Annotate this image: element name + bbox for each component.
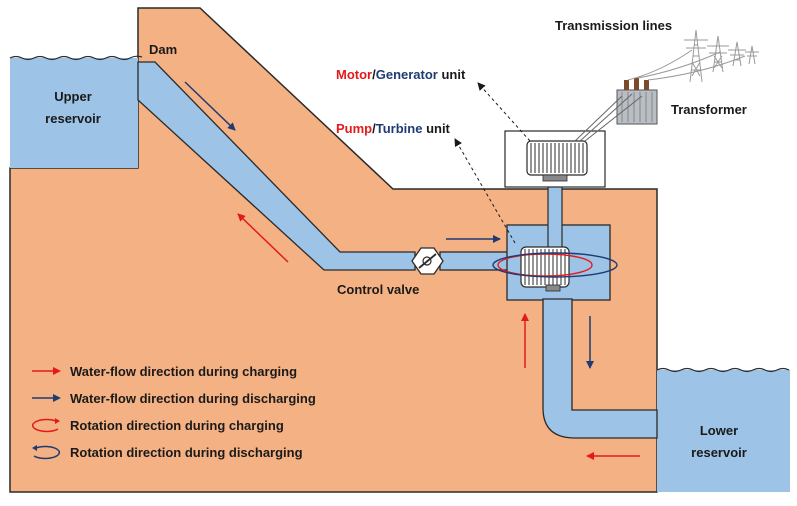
turbine-rotation-discharging <box>492 252 618 278</box>
valve-to-turbine-pipe <box>439 251 509 271</box>
transmission-tower-icon <box>707 35 729 73</box>
lower-reservoir-label: Lower reservoir <box>684 420 754 464</box>
upper-reservoir-label: Upper reservoir <box>38 86 108 130</box>
lower-reservoir-label-line1: Lower <box>699 423 739 438</box>
transmission-tower-icon <box>684 29 708 83</box>
legend-item: Water-flow direction during charging <box>30 361 297 381</box>
transmission-lines-label: Transmission lines <box>555 18 673 33</box>
turbine-rotation-charging <box>497 253 593 277</box>
discharging-flow-arrow <box>184 81 236 131</box>
navy-arrow-icon <box>32 394 61 402</box>
legend-item: Water-flow direction during discharging <box>30 388 316 408</box>
legend-item-label: Water-flow direction during discharging <box>70 390 316 406</box>
legend-item-label: Rotation direction during charging <box>70 417 284 433</box>
generator-shaft <box>547 177 563 253</box>
tailrace-pipe <box>542 298 658 439</box>
upper-reservoir-surface <box>9 55 143 61</box>
turbine-text: Turbine <box>375 121 423 136</box>
upper-reservoir <box>10 58 138 168</box>
control-valve-label: Control valve <box>337 282 420 297</box>
control-valve-icon <box>411 247 444 275</box>
transformer-label: Transformer <box>671 102 747 117</box>
red-arrow-icon <box>32 367 61 375</box>
unit-text: unit <box>422 121 450 136</box>
motor-generator-callout <box>477 82 531 142</box>
upper-reservoir-label-line2: reservoir <box>45 111 101 126</box>
power-cable <box>579 93 633 142</box>
dam-label: Dam <box>149 42 178 57</box>
legend-item-label: Water-flow direction during charging <box>70 363 298 379</box>
red-rotation-icon <box>32 418 60 433</box>
legend-item: Rotation direction during discharging <box>30 442 303 462</box>
unit-text: unit <box>437 67 466 82</box>
transmission-tower-icon <box>745 45 759 65</box>
pump-text: Pump <box>336 121 373 136</box>
generator-text: Generator <box>375 67 438 82</box>
upper-reservoir-label-line1: Upper <box>54 89 92 104</box>
motor-generator-label: Motor/Generator unit <box>336 67 465 82</box>
transmission-wires <box>627 49 746 81</box>
slash-text: / <box>372 121 376 136</box>
legend-item: Rotation direction during charging <box>30 415 284 435</box>
pump-turbine-label: Pump/Turbine unit <box>336 121 450 136</box>
power-cable <box>584 95 643 142</box>
power-cable <box>574 95 623 142</box>
transformer-icon <box>616 78 658 125</box>
generator-unit-icon <box>526 140 588 182</box>
navy-rotation-icon <box>32 445 60 460</box>
lower-reservoir-surface <box>656 367 790 373</box>
lower-reservoir-label-line2: reservoir <box>691 445 747 460</box>
slash-text: / <box>372 67 376 82</box>
charging-flow-arrow <box>237 213 289 263</box>
lower-reservoir <box>657 370 790 492</box>
transmission-tower-icon <box>728 41 746 67</box>
pump-turbine-callout <box>454 138 516 244</box>
motor-text: Motor <box>336 67 373 82</box>
legend-item-label: Rotation direction during discharging <box>70 444 303 460</box>
